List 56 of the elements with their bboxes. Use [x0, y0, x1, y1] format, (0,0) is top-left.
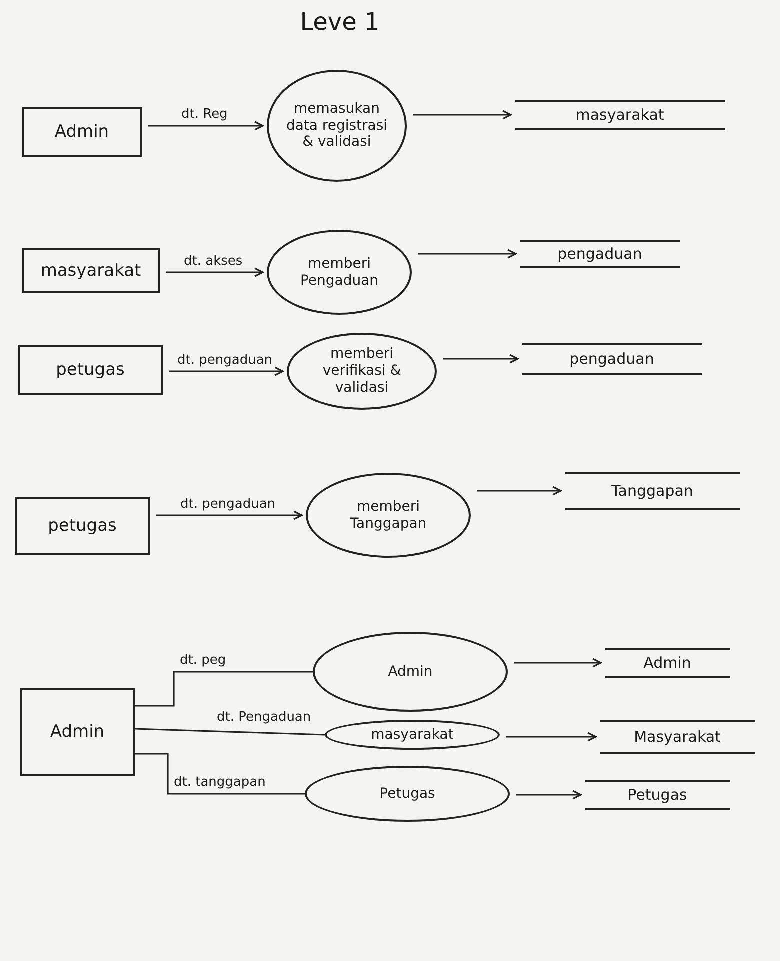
store-label: pengaduan: [558, 245, 642, 263]
process-label: Petugas: [380, 786, 436, 802]
data-flow-arrow: [413, 110, 512, 120]
data-store: [515, 100, 725, 130]
external-entity-box: [18, 345, 163, 395]
data-flow-arrow: [148, 121, 264, 131]
entity-label: petugas: [56, 360, 125, 380]
data-flow-line: [135, 753, 305, 795]
store-label: Tanggapan: [612, 482, 694, 500]
process-ellipse: [325, 720, 500, 750]
data-flow-arrow: [418, 249, 517, 259]
edge-label: dt. Reg: [180, 107, 230, 123]
store-label: Masyarakat: [634, 728, 721, 746]
process-ellipse: [313, 632, 508, 712]
store-label: masyarakat: [576, 106, 664, 124]
process-label: masyarakat: [371, 726, 454, 744]
process-label: memberi Pengaduan: [299, 256, 380, 290]
entity-label: Admin: [50, 722, 105, 742]
process-ellipse: [287, 333, 437, 410]
data-store: [600, 720, 755, 754]
data-store: [520, 240, 680, 268]
process-ellipse: [267, 230, 412, 315]
data-flow-arrow: [156, 510, 303, 520]
data-flow-arrow: [477, 486, 562, 496]
data-flow-line: [134, 728, 326, 736]
diagram-title: Leve 1: [299, 8, 381, 36]
data-flow-line: [135, 671, 313, 707]
data-flow-arrow: [514, 658, 602, 668]
data-flow-arrow: [506, 732, 597, 742]
entity-label: Admin: [54, 122, 110, 142]
data-flow-arrow: [443, 354, 519, 364]
external-entity-box: [15, 497, 150, 555]
process-label: Admin: [388, 664, 433, 680]
store-label: Admin: [644, 654, 692, 672]
process-ellipse: [305, 766, 510, 822]
process-ellipse: [267, 70, 407, 182]
data-flow-arrow: [516, 790, 582, 800]
data-store: [565, 472, 740, 510]
store-label: pengaduan: [570, 350, 654, 368]
external-entity-box: [20, 688, 135, 776]
process-label: memberi Tanggapan: [349, 498, 428, 532]
external-entity-box: [22, 248, 160, 293]
entity-label: masyarakat: [40, 260, 142, 280]
edge-label: dt. Pengaduan: [215, 710, 314, 726]
edge-label: dt. tanggapan: [172, 775, 268, 791]
process-label: memberi verifikasi & validasi: [322, 346, 402, 397]
data-flow-arrow: [169, 366, 284, 376]
data-store: [605, 648, 730, 678]
data-flow-arrow: [166, 268, 264, 278]
data-store: [585, 780, 730, 810]
external-entity-box: [22, 107, 142, 157]
process-label: memasukan data registrasi & validasi: [285, 100, 389, 152]
process-ellipse: [306, 473, 471, 558]
data-store: [522, 343, 702, 375]
store-label: Petugas: [628, 786, 688, 804]
entity-label: petugas: [48, 516, 117, 536]
